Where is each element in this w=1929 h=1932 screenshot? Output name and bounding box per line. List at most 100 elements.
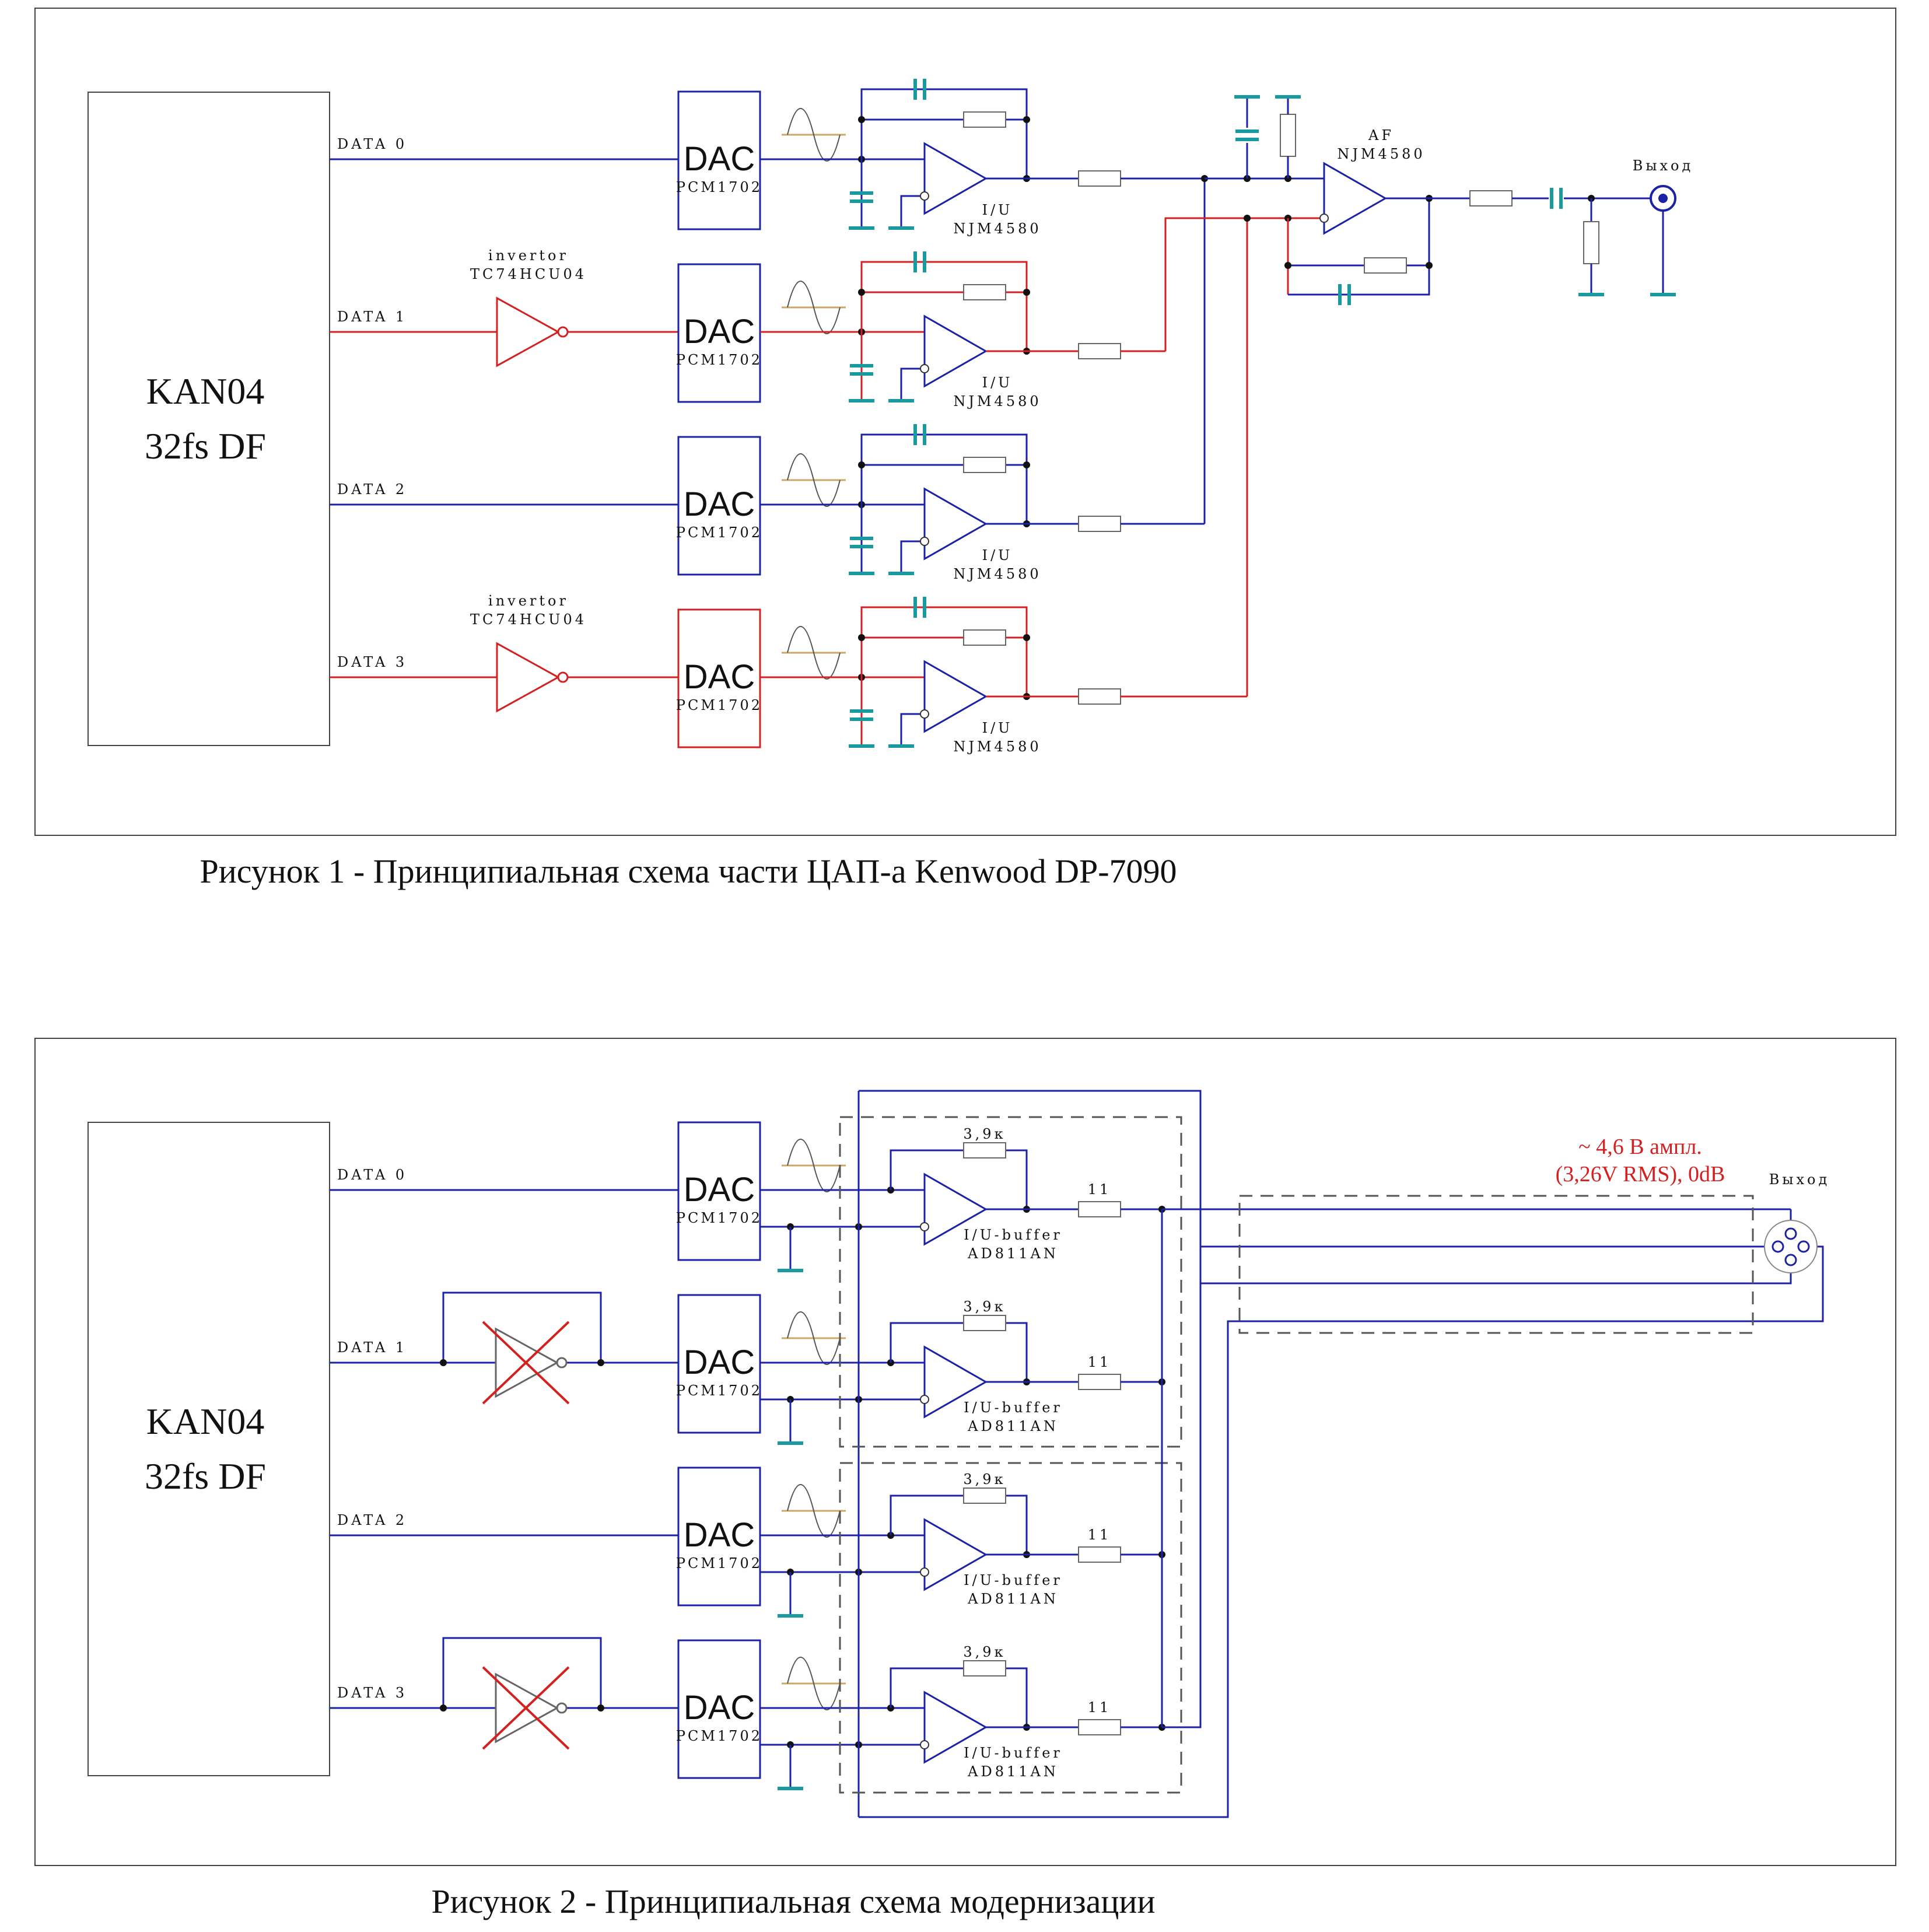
af-input-resistor xyxy=(1280,114,1296,157)
inverting-input-marker xyxy=(920,1740,929,1749)
inverting-input-marker xyxy=(920,709,929,719)
inverter-bypass-wire xyxy=(442,1637,602,1708)
iv-stage-part-label: NJM4580 xyxy=(953,738,1041,755)
noninv-ground-wire xyxy=(900,368,925,401)
inverting-input-marker xyxy=(920,191,929,201)
output-resistor xyxy=(1078,343,1121,359)
dac-part-label: PCM1702 xyxy=(676,524,762,541)
feedback-capacitor-icon xyxy=(913,251,926,272)
buffer-stage-label: I/U-buffer xyxy=(964,1745,1063,1761)
output-resistor-value: 11 xyxy=(1088,1354,1112,1370)
cold-output-wire xyxy=(1200,1260,1792,1284)
data-line-label: DATA 1 xyxy=(337,1339,407,1356)
data-line-label: DATA 0 xyxy=(337,136,407,152)
dac-chip xyxy=(677,608,761,748)
ground-return-wire xyxy=(859,1090,1202,1728)
output-label: Выход xyxy=(1633,158,1694,174)
sine-wave-icon xyxy=(782,1484,846,1538)
af-feedback-wire xyxy=(1288,198,1430,296)
inverting-input-marker xyxy=(920,1222,929,1231)
junction-dot xyxy=(440,1359,447,1366)
buffer-stage-part-label: AD811AN xyxy=(967,1763,1059,1780)
iv-stage-label: I/U xyxy=(982,202,1013,218)
sine-curve xyxy=(787,281,841,334)
feedback-resistor xyxy=(963,1142,1006,1158)
inverter-bubble xyxy=(556,1357,568,1368)
opamp-triangle xyxy=(923,314,988,388)
dac-part-label: PCM1702 xyxy=(676,1210,762,1226)
feedback-capacitor-icon xyxy=(913,597,926,618)
xlr-connector-icon xyxy=(1764,1220,1818,1273)
junction-dot xyxy=(1023,461,1030,468)
sine-curve xyxy=(787,1311,841,1365)
data-line-label: DATA 1 xyxy=(337,309,407,325)
output-label: Выход xyxy=(1769,1171,1830,1188)
input-capacitor-icon xyxy=(850,364,873,376)
junction-dot xyxy=(858,461,865,468)
dac-label: DAC xyxy=(684,313,755,351)
noninv-ground-wire xyxy=(900,713,925,746)
feedback-loop xyxy=(890,1149,1028,1209)
red-sum-bus xyxy=(1164,217,1324,351)
data-line-label: DATA 2 xyxy=(337,1512,407,1528)
dac-part-label: PCM1702 xyxy=(676,697,762,713)
feedback-resistor xyxy=(963,284,1006,300)
data-line-label: DATA 2 xyxy=(337,481,407,498)
sine-wave-icon xyxy=(782,1311,846,1365)
junction-dot xyxy=(1023,289,1030,296)
af-input-capacitor-icon xyxy=(1235,130,1259,141)
buffer-stage-label: I/U-buffer xyxy=(964,1572,1063,1588)
output-resistor-value: 11 xyxy=(1088,1181,1112,1198)
dac-chip xyxy=(677,1466,761,1606)
xlr-pin xyxy=(1784,1227,1797,1240)
dac-part-label: PCM1702 xyxy=(676,179,762,195)
feedback-resistor xyxy=(963,629,1006,646)
input-capacitor-icon xyxy=(850,709,873,721)
output-resistor-value: 11 xyxy=(1088,1699,1112,1716)
sine-wave-icon xyxy=(782,626,846,680)
iv-opamp-icon xyxy=(920,487,988,561)
buffer-opamp-icon xyxy=(920,1345,988,1419)
opamp-triangle xyxy=(923,487,988,561)
buffer-stage-part-label: AD811AN xyxy=(967,1418,1059,1434)
sine-wave-icon xyxy=(782,453,846,507)
dac-label: DAC xyxy=(684,485,755,523)
output-resistor xyxy=(1078,1201,1121,1217)
iv-opamp-icon xyxy=(920,314,988,388)
iv-opamp-icon xyxy=(920,142,988,215)
output-resistor xyxy=(1078,170,1121,187)
dac-part-label: PCM1702 xyxy=(676,1555,762,1572)
feedback-capacitor-icon xyxy=(913,424,926,445)
output-resistor xyxy=(1078,516,1121,532)
iv-stage-label: I/U xyxy=(982,547,1013,564)
feedback-loop xyxy=(890,1494,1028,1555)
output-capacitor-icon xyxy=(1550,188,1563,209)
output-resistor-value: 11 xyxy=(1088,1527,1112,1543)
inverter-bubble xyxy=(557,671,569,683)
fig2-kan04-label: KAN04 xyxy=(146,1401,265,1442)
removed-inverter-icon xyxy=(482,1666,570,1750)
feedback-loop xyxy=(860,606,1028,696)
iv-stage-part-label: NJM4580 xyxy=(953,220,1041,237)
dac-chip xyxy=(677,1294,761,1434)
iv-stage-part-label: NJM4580 xyxy=(953,566,1041,582)
sine-curve xyxy=(787,1657,841,1710)
buffer-stage-part-label: AD811AN xyxy=(967,1245,1059,1262)
inverter-part-label: TC74HCU04 xyxy=(470,266,587,282)
junction-dot xyxy=(597,1359,604,1366)
fig2-kan04-block xyxy=(87,1122,330,1776)
output-resistor xyxy=(1078,1719,1121,1735)
cross-out-mark xyxy=(482,1321,570,1405)
feedback-loop xyxy=(890,1667,1028,1727)
fig2-32fs-label: 32fs DF xyxy=(145,1455,266,1497)
output-resistor xyxy=(1078,688,1121,705)
buffer-opamp-icon xyxy=(920,1172,988,1246)
dac-label: DAC xyxy=(684,140,755,178)
inverter-triangle xyxy=(496,296,561,368)
noninv-ground-wire xyxy=(900,195,925,228)
figure-1-caption: Рисунок 1 - Принципиальная схема части Ц… xyxy=(199,852,1177,890)
